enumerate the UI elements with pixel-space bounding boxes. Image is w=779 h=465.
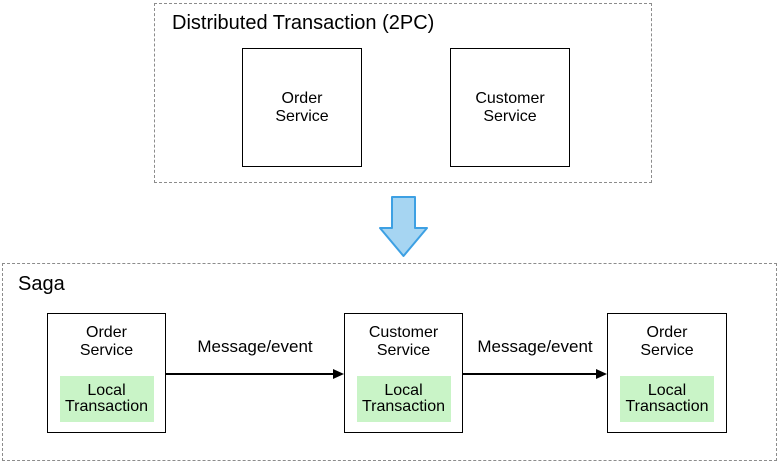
down-arrow-icon [379, 196, 428, 257]
saga-order-service-box-1: Order Service Local Transaction [47, 313, 166, 433]
local-transaction-label: Local Transaction [362, 382, 445, 415]
saga-order-service-box-2: Order Service Local Transaction [607, 313, 727, 433]
local-transaction-label: Local Transaction [65, 382, 148, 415]
arrow-line [166, 373, 335, 375]
service-label: Order Service [275, 89, 329, 125]
2pc-order-service-box: Order Service [242, 48, 362, 167]
local-transaction-box: Local Transaction [59, 376, 154, 422]
message-arrow-1: Message/event [166, 337, 344, 381]
service-label: Customer Service [475, 89, 545, 125]
message-arrow-label: Message/event [477, 337, 593, 356]
saga-group-title: Saga [18, 273, 65, 295]
service-label: Order Service [79, 324, 134, 359]
2pc-group-box [154, 3, 652, 183]
message-arrow-label: Message/event [197, 337, 313, 356]
arrow-line [463, 373, 598, 375]
local-transaction-box: Local Transaction [356, 376, 451, 422]
2pc-customer-service-box: Customer Service [450, 48, 570, 167]
saga-customer-service-box: Customer Service Local Transaction [344, 313, 463, 433]
service-label: Order Service [640, 324, 694, 359]
arrow-head-icon [333, 368, 344, 379]
saga-group-box [2, 263, 777, 461]
service-label: Customer Service [368, 324, 439, 359]
message-arrow-2: Message/event [463, 337, 607, 381]
2pc-group-title: Distributed Transaction (2PC) [172, 12, 435, 34]
local-transaction-box: Local Transaction [620, 376, 714, 422]
local-transaction-label: Local Transaction [625, 382, 709, 415]
arrow-head-icon [596, 368, 607, 379]
